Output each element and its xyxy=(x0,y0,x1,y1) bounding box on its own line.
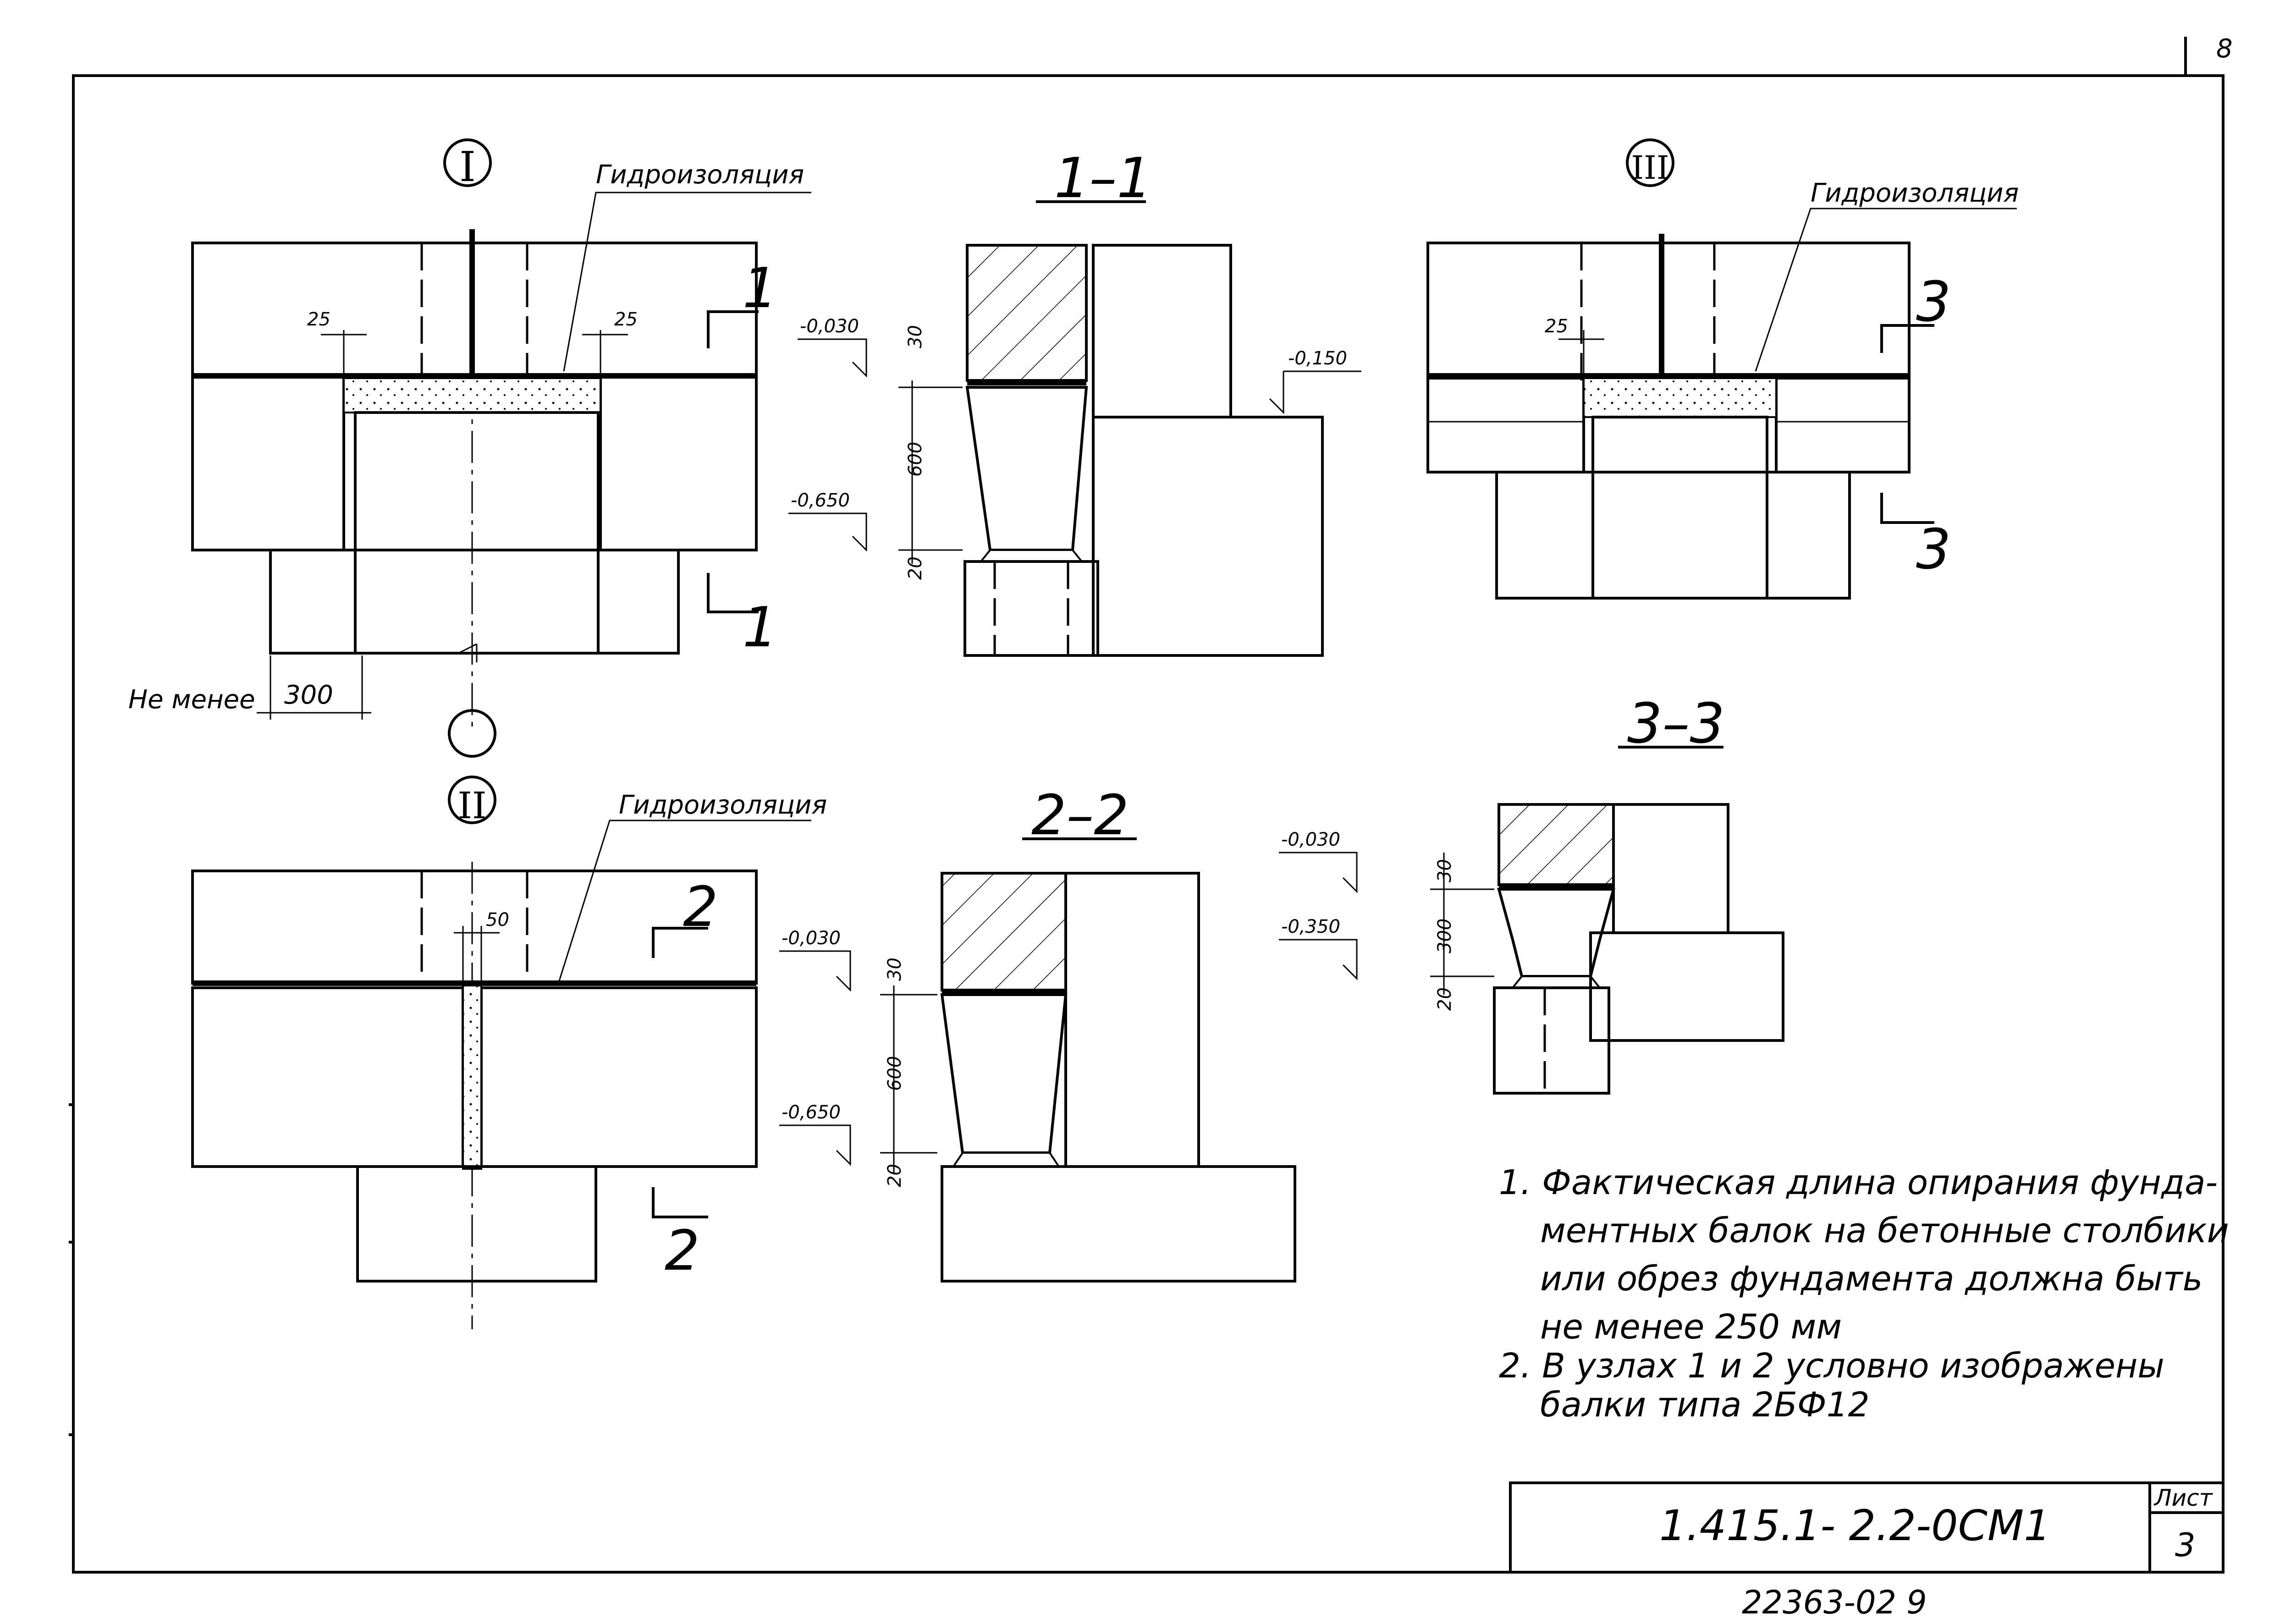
section-2-2-title: 2–2 xyxy=(1031,784,1129,848)
node-1-leader-label: Гидроизоляция xyxy=(596,160,804,190)
section-2-2-dim-a: 30 xyxy=(884,958,905,981)
section-1-1-title: 1–1 xyxy=(1054,147,1152,210)
section-1-1-elev-top: -0,030 xyxy=(800,316,859,337)
node-2-section-mark-bottom: 2 xyxy=(665,1219,699,1283)
section-1-1-elev-mid: -0,650 xyxy=(791,490,850,511)
note-line-3: или обрез фундамента должна быть xyxy=(1540,1259,2202,1299)
node-1-circle xyxy=(443,138,492,187)
section-2-2-dim-c: 20 xyxy=(884,1164,905,1187)
node-2-section-mark-top: 2 xyxy=(683,875,718,939)
section-3-3: 3–3 30 300 20 -0,030 -0,350 xyxy=(1279,692,1784,1095)
note-line-6: балки типа 2БФ12 xyxy=(1540,1385,1870,1425)
archive-number: 22363-02 9 xyxy=(1742,1584,1927,1621)
node-1-section-mark-bottom: 1 xyxy=(743,596,777,660)
section-3-3-dim-b: 300 xyxy=(1434,919,1455,953)
section-2-2-dim-b: 600 xyxy=(884,1056,905,1091)
section-1-1-elev-right: -0,150 xyxy=(1288,348,1347,369)
node-3-dim-left: 25 xyxy=(1545,316,1568,337)
node-1-dim-right: 25 xyxy=(614,309,638,330)
sheet-frame: 8 xyxy=(69,34,2233,1574)
node-1-section-mark-top: 1 xyxy=(743,257,777,320)
node-1-detail: I Гидроизоляция 25 25 xyxy=(128,138,811,758)
node-1-axis-bubble xyxy=(448,709,496,758)
title-block-sheet-label: Лист xyxy=(2153,1485,2213,1511)
sheet-corner-mark: 8 xyxy=(2216,34,2233,64)
node-1-dim-left: 25 xyxy=(307,309,330,330)
section-1-1: 1–1 30 600 20 -0,030 -0,650 -0,150 xyxy=(788,147,1361,657)
node-2-leader-label: Гидроизоляция xyxy=(619,790,827,820)
node-3-label: III xyxy=(1631,149,1669,187)
title-block-code: 1.415.1- 2.2-0СМ1 xyxy=(1659,1501,2051,1550)
section-3-3-dim-c: 20 xyxy=(1434,987,1455,1011)
node-2-dim-gap: 50 xyxy=(486,909,509,930)
title-block: 1.415.1- 2.2-0СМ1 Лист 3 xyxy=(1509,1481,2224,1574)
node-2-circle xyxy=(448,776,496,824)
note-line-1: 1. Фактическая длина опирания фунда- xyxy=(1499,1163,2218,1202)
section-1-1-dim-c: 20 xyxy=(905,556,926,580)
note-line-2: ментных балок на бетонные столбики xyxy=(1540,1211,2229,1250)
section-3-3-title: 3–3 xyxy=(1627,692,1725,756)
note-line-4: не менее 250 мм xyxy=(1540,1307,1842,1347)
section-1-1-dim-a: 30 xyxy=(905,325,926,348)
node-3-detail: III Гидроизоляция 25 3 3 xyxy=(1426,138,2019,600)
node-1-min-value: 300 xyxy=(284,680,333,710)
node-1-label: I xyxy=(459,143,476,191)
notes: 1. Фактическая длина опирания фунда- мен… xyxy=(1499,1163,2229,1425)
node-2-label: II xyxy=(457,784,486,827)
note-line-5: 2. В узлах 1 и 2 условно изображены xyxy=(1499,1346,2164,1386)
section-3-3-dim-a: 30 xyxy=(1434,859,1455,882)
section-2-2: 2–2 30 600 20 -0,030 -0,650 xyxy=(779,784,1296,1283)
section-1-1-dim-b: 600 xyxy=(905,442,926,477)
section-3-3-elev-mid: -0,350 xyxy=(1281,916,1340,937)
title-block-sheet-number: 3 xyxy=(2175,1526,2196,1564)
node-3-section-mark-top: 3 xyxy=(1916,270,1951,334)
node-3-section-mark-bottom: 3 xyxy=(1916,518,1951,582)
node-2-detail: II Гидроизоляция 50 2 2 xyxy=(191,776,827,1329)
section-3-3-elev-top: -0,030 xyxy=(1281,829,1340,850)
section-2-2-elev-top: -0,030 xyxy=(782,928,841,949)
node-1-min-label: Не менее xyxy=(128,685,255,715)
node-3-circle xyxy=(1626,138,1674,187)
node-3-leader-label: Гидроизоляция xyxy=(1811,178,2019,208)
section-2-2-elev-mid: -0,650 xyxy=(782,1102,841,1123)
